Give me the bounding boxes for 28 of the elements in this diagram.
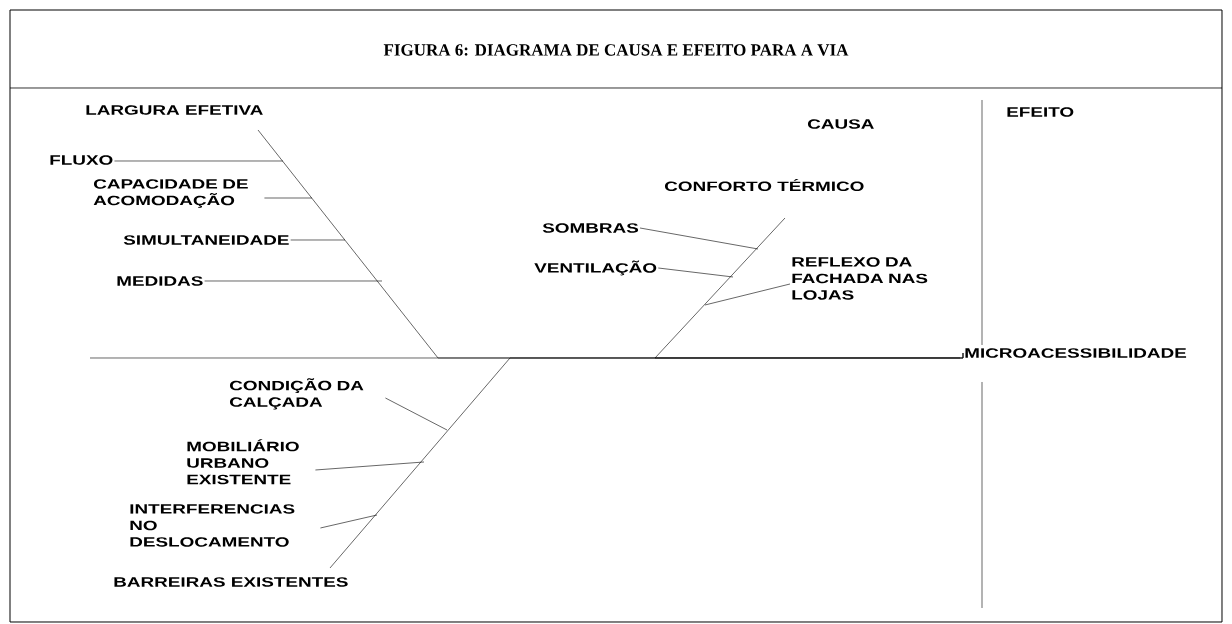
leader-line [114,160,284,162]
title: FIGURA 6: DIAGRAMA DE CAUSA E EFEITO PARA A VIA [383,44,849,56]
leader-line [704,283,791,306]
cause-label: INTERFERENCIAS NO DESLOCAMENTO [130,504,295,547]
cause-label: CAPACIDADE DE ACOMODAÇÃO [93,179,248,208]
cause-label: MICROACESSIBILIDADE [965,348,1187,358]
leader-line [315,461,425,471]
cause-label: REFLEXO DA FACHADA NAS LOJAS [792,257,928,300]
bone-line [329,352,964,569]
leader-line [204,280,383,282]
leader-line [320,514,378,529]
leader-line [657,267,734,278]
heading-label: EFEITO [1007,107,1074,117]
cause-label: CONFORTO TÉRMICO [664,178,864,192]
leader-line [264,197,313,199]
cause-label: LARGURA EFETIVA [86,105,263,115]
heading-label: CAUSA [807,119,874,129]
cause-label: MEDIDAS [117,276,203,286]
leader-line [385,397,448,431]
cause-label: VENTILAÇÃO [534,260,657,276]
cause-label: SIMULTANEIDADE [123,235,289,245]
cause-label: BARREIRAS EXISTENTES [114,577,348,587]
leader-line [639,227,759,250]
cause-label: FLUXO [50,155,113,165]
cause-label: MOBILIÁRIO URBANO EXISTENTE [187,439,299,485]
cause-label: CONDIÇÃO DA CALÇADA [230,378,364,410]
leader-line [290,239,346,241]
cause-label: SOMBRAS [542,223,639,233]
